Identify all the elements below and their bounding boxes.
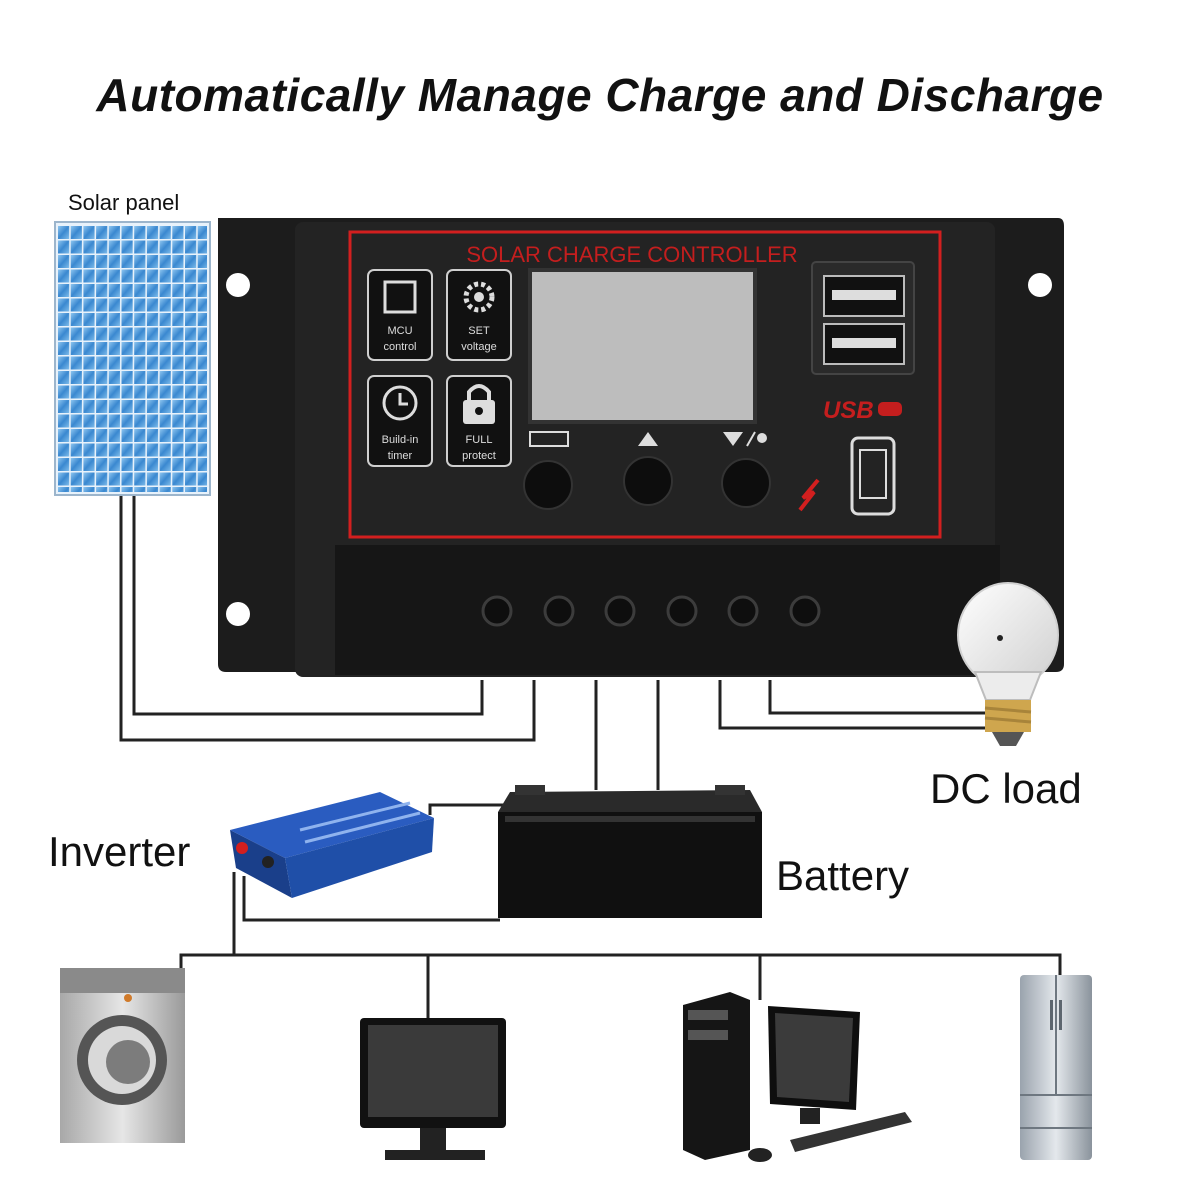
desktop-computer xyxy=(683,992,912,1162)
battery-label: Battery xyxy=(776,852,910,899)
inverter xyxy=(230,792,434,898)
usb-ports[interactable] xyxy=(811,261,915,375)
light-bulb xyxy=(957,582,1059,746)
clock-icon xyxy=(382,385,418,421)
svg-text:voltage: voltage xyxy=(461,341,496,353)
up-button[interactable] xyxy=(623,456,673,506)
button-icons xyxy=(529,431,767,447)
refrigerator xyxy=(1020,975,1092,1160)
svg-text:MCU: MCU xyxy=(387,325,412,337)
controller-frame xyxy=(348,230,942,539)
load-wire-negative xyxy=(768,680,995,715)
menu-button[interactable] xyxy=(523,460,573,510)
terminal-screw xyxy=(481,595,513,627)
svg-text:Build-in: Build-in xyxy=(382,434,419,446)
terminal-screw xyxy=(604,595,636,627)
bulb-icon xyxy=(757,433,767,443)
solar-panel-label: Solar panel xyxy=(68,190,180,215)
chip-icon xyxy=(383,280,417,314)
feature-set-voltage: SET voltage xyxy=(446,269,512,361)
inverter-wire-b xyxy=(242,876,500,922)
lightning-icon xyxy=(798,478,820,512)
lock-icon xyxy=(467,384,491,400)
usb-plug-icon xyxy=(878,402,902,416)
mounting-hole xyxy=(1028,273,1052,297)
svg-text:protect: protect xyxy=(462,450,496,462)
down-button[interactable] xyxy=(721,458,771,508)
svg-text:FULL: FULL xyxy=(466,434,493,446)
inverter-wire-a xyxy=(428,803,510,815)
ac-bus xyxy=(179,953,1062,975)
menu-icon xyxy=(529,431,569,447)
terminals xyxy=(481,595,821,627)
controller-header: SOLAR CHARGE CONTROLLER xyxy=(466,242,797,267)
feature-full-protect: FULL protect xyxy=(446,375,512,467)
up-arrow-icon xyxy=(638,432,658,446)
battery xyxy=(498,785,762,918)
terminal-screw xyxy=(727,595,759,627)
washing-machine xyxy=(60,968,185,1143)
load-wire-positive xyxy=(718,680,1005,730)
lcd-screen xyxy=(528,268,757,424)
feature-timer: Build-in timer xyxy=(367,375,433,467)
terminal-screw xyxy=(543,595,575,627)
page-title: Automatically Manage Charge and Discharg… xyxy=(96,69,1104,121)
phone-icon xyxy=(850,436,896,516)
wires xyxy=(119,495,1062,1018)
solar-charge-controller: SOLAR CHARGE CONTROLLER MCU control SET … xyxy=(218,218,1064,677)
feature-mcu: MCU control xyxy=(367,269,433,361)
mounting-hole xyxy=(226,602,250,626)
solar-panel xyxy=(54,221,211,496)
gear-icon xyxy=(463,281,495,313)
terminal-screw xyxy=(789,595,821,627)
svg-text:control: control xyxy=(383,341,416,353)
inverter-label: Inverter xyxy=(48,828,191,875)
dc-load-label: DC load xyxy=(930,765,1082,812)
mounting-hole xyxy=(226,273,250,297)
usb-label: USB xyxy=(823,397,874,424)
solar-wire-positive xyxy=(132,495,484,716)
terminal-screw xyxy=(666,595,698,627)
monitor xyxy=(360,1018,506,1160)
svg-text:SET: SET xyxy=(468,325,490,337)
svg-text:timer: timer xyxy=(388,450,413,462)
down-arrow-icon xyxy=(723,432,743,446)
solar-wire-negative xyxy=(119,495,536,742)
